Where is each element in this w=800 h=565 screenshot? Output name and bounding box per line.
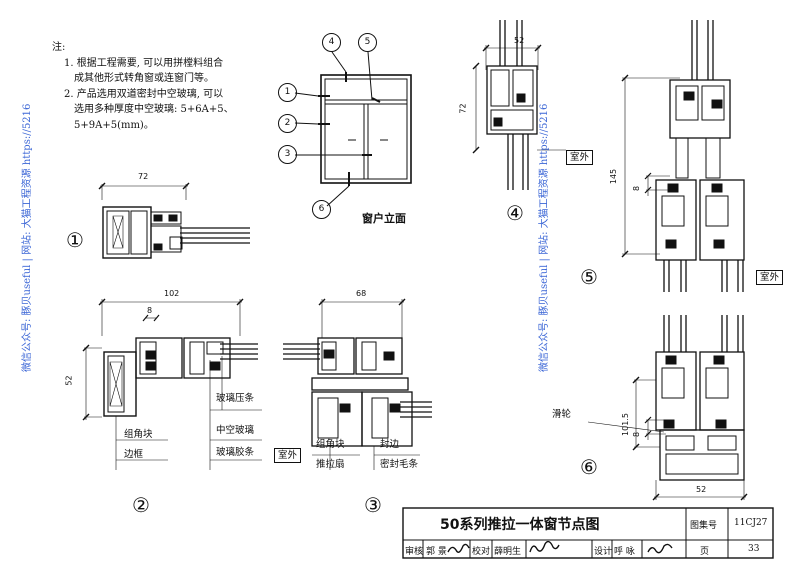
detail-1-number: ① [66,228,84,252]
marker-4: 4 [322,33,341,52]
d5-outdoor-label: 室外 [756,270,784,285]
notes-line-3: 2. 产品选用双道密封中空玻璃, 可以 [64,89,224,100]
notes-line-2: 成其他形式转角窗或连窗门等。 [74,73,214,84]
marker-2: 2 [278,114,297,133]
d4-dim-width: 52 [514,36,525,45]
d4-outdoor-label: 室外 [566,150,594,165]
d5-dim-small: 8 [632,185,642,192]
watermark-right: 微信公众号: 豚贝useful | 网站: 大猫工程资源 https://521… [539,103,550,372]
label-edge-seal: 封边 [380,439,400,450]
label-sliding-sash: 推拉扇 [316,459,345,470]
label-corner-block: 组角块 [124,429,153,440]
marker-1: 1 [278,83,297,102]
atlas-label: 图集号 [690,521,718,531]
label-side-frame: 边框 [124,449,144,460]
d1-dim-width: 72 [138,172,149,181]
designer-name: 呼 咏 [614,547,635,557]
sheet-title: 50系列推拉一体窗节点图 [440,517,600,533]
label-insulated-glass: 中空玻璃 [216,425,255,436]
detail-3-number: ③ [364,493,382,517]
notes-line-5: 5+9A+5(mm)。 [74,120,154,131]
label-glass-gasket: 玻璃胶条 [216,447,255,458]
d6-dim-width: 52 [696,485,707,494]
detail-2-section [82,298,262,470]
atlas-number: 11CJ27 [734,518,768,528]
signature-reviewer [447,543,470,553]
d3-outdoor-label: 室外 [274,448,302,463]
review-label: 审核 [405,547,424,557]
elevation-caption: 窗户立面 [362,212,406,225]
d2-dim-height: 52 [64,375,74,386]
d3-dim-width: 68 [356,289,367,298]
detail-6-number: ⑥ [580,455,598,479]
reviewer-name: 郭 景 [426,547,447,557]
window-elevation [294,51,412,207]
title-block-lines [402,507,774,559]
checker-name: 薛明生 [494,547,522,557]
d6-dim-small: 8 [632,431,642,438]
design-label: 设计 [594,547,613,557]
detail-1-section [98,182,250,259]
detail-4-number: ④ [506,201,524,225]
detail-2-number: ② [132,493,150,517]
detail-5-section [621,20,745,292]
notes-line-4: 选用多种厚度中空玻璃: 5+6A+5、 [74,104,234,115]
detail-3-section [283,298,432,470]
watermark-left: 微信公众号: 豚贝useful | 网站: 大猫工程资源 https://521… [22,103,33,372]
label-corner-block-3: 组角块 [316,439,345,450]
notes-line-1: 1. 根据工程需要, 可以用拼樘料组合 [64,58,224,69]
label-roller: 滑轮 [552,409,572,420]
signature-checker [529,540,560,553]
label-glass-bead: 玻璃压条 [216,393,255,404]
detail-6-section [587,315,748,501]
d5-dim-height: 145 [609,168,619,185]
detail-4-section [472,20,566,190]
page-number: 33 [748,544,760,554]
d2-dim-small: 8 [147,306,153,315]
notes-heading: 注: [52,42,66,53]
d6-dim-height: 101.5 [620,413,630,436]
detail-5-number: ⑤ [580,265,598,289]
page-label: 页 [700,547,710,557]
signatures [447,540,673,554]
check-label: 校对 [472,547,491,557]
d4-dim-height: 72 [458,103,468,114]
d2-dim-width: 102 [164,289,180,298]
marker-3: 3 [278,145,297,164]
label-weather-strip: 密封毛条 [380,459,419,470]
signature-designer [647,543,673,554]
marker-6: 6 [312,200,331,219]
marker-5: 5 [358,33,377,52]
